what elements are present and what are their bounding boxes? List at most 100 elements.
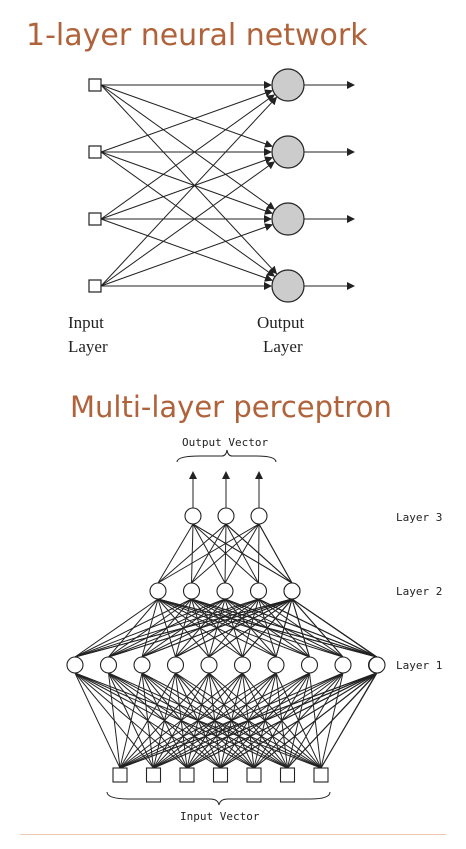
input-vector-node xyxy=(279,767,296,783)
layer-3-node xyxy=(250,507,268,525)
layer-1-node xyxy=(200,656,218,674)
output-layer-label-line2: Layer xyxy=(263,337,303,356)
layer-1-label: Layer 1 xyxy=(396,659,442,672)
title-single-layer: 1-layer neural network xyxy=(26,18,368,53)
output-node xyxy=(271,68,305,102)
input-node xyxy=(88,212,102,226)
layer-3-node xyxy=(217,507,235,525)
input-layer-label-line2: Layer xyxy=(68,337,108,356)
layer-2-node xyxy=(283,582,301,600)
mlp-connection xyxy=(74,598,159,658)
layer-2-node xyxy=(249,582,268,600)
mlp-connection xyxy=(74,672,121,769)
layer-1-node xyxy=(267,656,285,674)
mlp-connection xyxy=(108,598,159,658)
mlp-connection xyxy=(208,672,322,769)
layer-1-node xyxy=(368,656,386,674)
layer-1-node xyxy=(99,656,118,674)
mlp-connection xyxy=(157,598,176,658)
mlp-connection xyxy=(157,598,344,658)
mlp-connection xyxy=(74,672,288,769)
layer-3-node xyxy=(184,507,202,525)
connection-line xyxy=(100,84,275,210)
connection-line xyxy=(100,84,273,148)
mlp-connection xyxy=(320,672,344,769)
mlp-connection xyxy=(192,523,259,584)
single-layer-connections xyxy=(100,81,355,290)
layer-2-node xyxy=(149,582,167,600)
mlp-connection xyxy=(157,598,310,658)
mlp-connection xyxy=(157,598,210,658)
connection-line xyxy=(100,223,273,287)
input-vector-node xyxy=(212,767,229,783)
single-layer-nodes xyxy=(88,68,305,303)
layer-1-node xyxy=(133,656,151,674)
mlp-connection xyxy=(191,598,378,658)
mlp-connection xyxy=(74,672,221,769)
bottom-divider xyxy=(20,834,446,835)
mlp-connection xyxy=(320,672,378,769)
mlp-connection xyxy=(275,672,322,769)
input-layer-label-line1: Input xyxy=(68,313,104,332)
input-node xyxy=(88,145,102,159)
input-node xyxy=(88,78,102,92)
mlp-connections xyxy=(74,471,378,769)
input-vector-node xyxy=(313,767,329,783)
mlp-connection xyxy=(141,672,322,769)
mlp-connection xyxy=(192,523,226,584)
input-node xyxy=(88,279,102,293)
layer-2-node xyxy=(182,582,201,600)
title-multi-layer: Multi-layer perceptron xyxy=(70,390,392,424)
layer-1-node xyxy=(300,656,319,674)
mlp-connection xyxy=(157,598,243,658)
connection-line xyxy=(100,89,273,153)
mlp-connection xyxy=(157,598,277,658)
mlp-connection xyxy=(258,598,378,658)
mlp-connection xyxy=(74,672,322,769)
mlp-connection xyxy=(291,598,378,658)
output-node xyxy=(271,135,305,169)
mlp-connection xyxy=(74,672,255,769)
layer-2-node xyxy=(216,582,234,600)
output-vector-label: Output Vector xyxy=(182,436,268,449)
connection-line xyxy=(100,151,273,215)
input-vector-node xyxy=(112,767,128,783)
connection-line xyxy=(100,96,278,287)
connection-line xyxy=(100,218,273,282)
output-vector-brace xyxy=(176,449,277,463)
mlp-connection xyxy=(258,523,293,584)
input-vector-node xyxy=(246,767,262,783)
connection-line xyxy=(100,94,275,220)
layer-1-node xyxy=(166,656,185,674)
input-vector-node xyxy=(145,767,162,783)
layer-3-label: Layer 3 xyxy=(396,511,442,524)
mlp-connection xyxy=(74,672,188,769)
mlp-nodes xyxy=(66,507,386,783)
layer-1-node xyxy=(334,656,352,674)
output-layer-label-line1: Output xyxy=(257,313,305,332)
output-node xyxy=(271,269,305,303)
connection-line xyxy=(100,151,275,277)
mlp-connection xyxy=(192,523,293,584)
mlp-connection xyxy=(242,672,322,769)
layer-1-node xyxy=(66,656,84,674)
input-vector-brace xyxy=(106,791,331,806)
mlp-connection xyxy=(157,523,194,584)
input-vector-label: Input Vector xyxy=(180,810,260,823)
layer-1-node xyxy=(233,656,252,674)
connection-line xyxy=(100,156,273,220)
mlp-connection xyxy=(309,672,322,769)
mlp-connection xyxy=(141,598,159,658)
layer-2-label: Layer 2 xyxy=(396,585,442,598)
mlp-connection xyxy=(108,672,322,769)
mlp-connection xyxy=(175,672,322,769)
mlp-connection xyxy=(191,523,194,584)
mlp-connection xyxy=(74,672,154,769)
output-node xyxy=(271,202,305,236)
connection-line xyxy=(100,84,278,275)
mlp-connection xyxy=(224,598,378,658)
mlp-connection xyxy=(225,523,293,584)
connection-line xyxy=(100,161,275,287)
input-vector-node xyxy=(179,767,195,783)
